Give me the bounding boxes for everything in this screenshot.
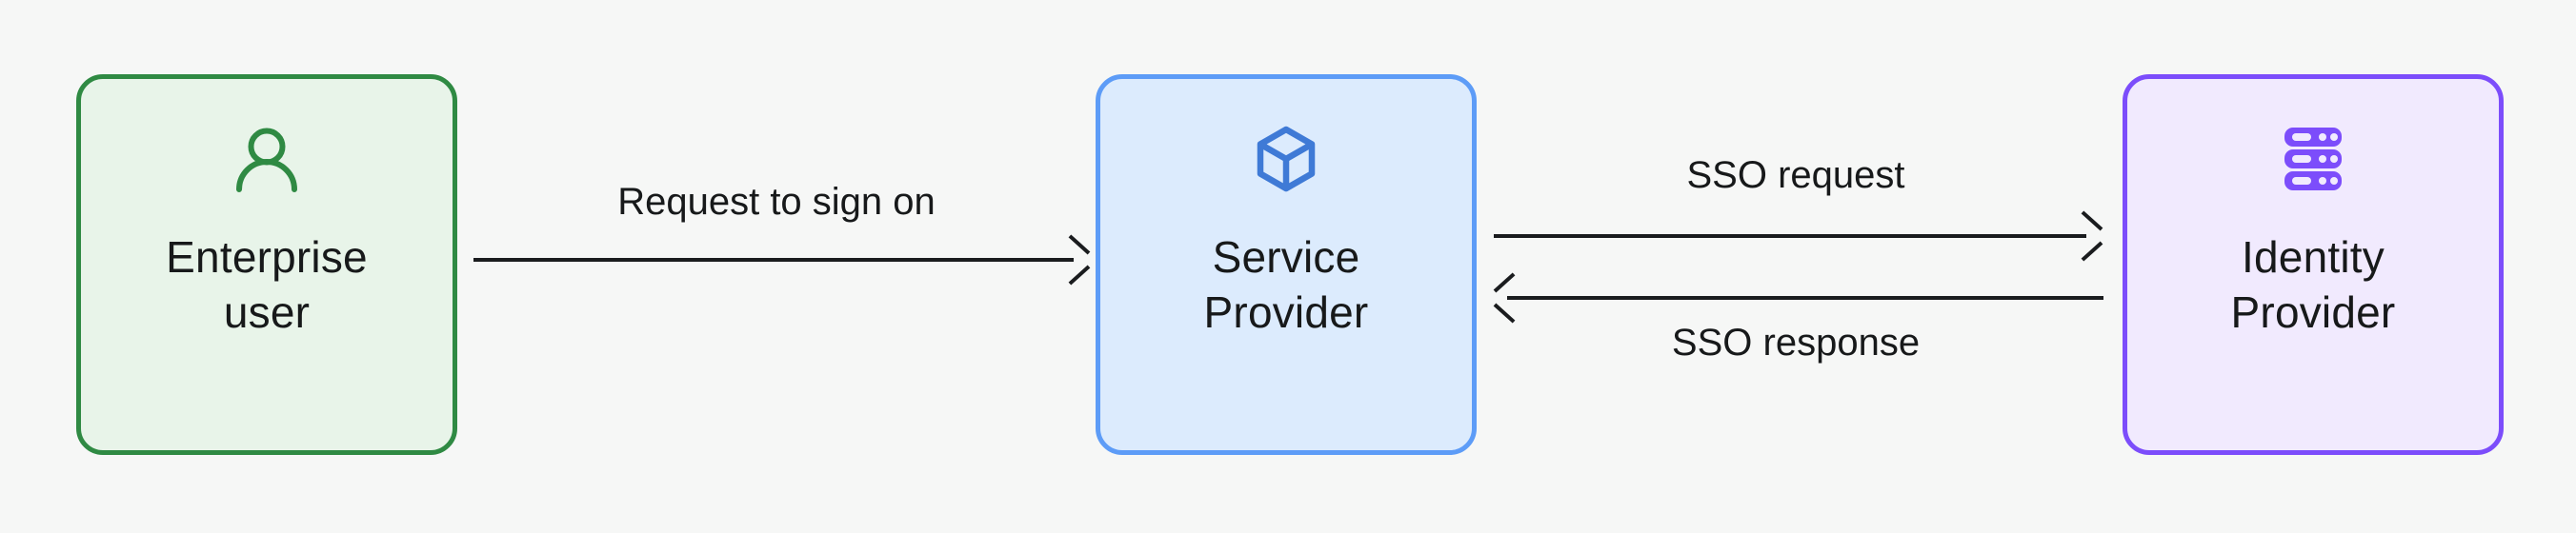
node-service-provider[interactable]: Service Provider <box>1096 74 1477 455</box>
edge-label-sso-response: SSO response <box>1671 322 1921 364</box>
edge-label-sso-request: SSO request <box>1686 154 1905 196</box>
node-enterprise-user[interactable]: Enterprise user <box>76 74 457 455</box>
arrow-head-right-icon <box>1060 244 1093 276</box>
node-enterprise-user-label: Enterprise user <box>166 232 368 337</box>
arrow-head-right-icon <box>2073 220 2105 252</box>
node-identity-provider[interactable]: Identity Provider <box>2123 74 2504 455</box>
node-service-provider-label: Service Provider <box>1203 232 1369 337</box>
node-identity-provider-label: Identity Provider <box>2230 232 2396 337</box>
user-icon <box>235 125 298 193</box>
arrow-head-left-icon <box>1492 282 1524 314</box>
cube-icon <box>1256 125 1317 193</box>
edge-line-sso-response <box>1507 296 2103 300</box>
edge-label-request-to-sign-on: Request to sign on <box>617 181 936 223</box>
server-icon <box>2283 125 2344 193</box>
edge-line-request-to-sign-on <box>473 258 1074 262</box>
edge-line-sso-request <box>1494 234 2086 238</box>
